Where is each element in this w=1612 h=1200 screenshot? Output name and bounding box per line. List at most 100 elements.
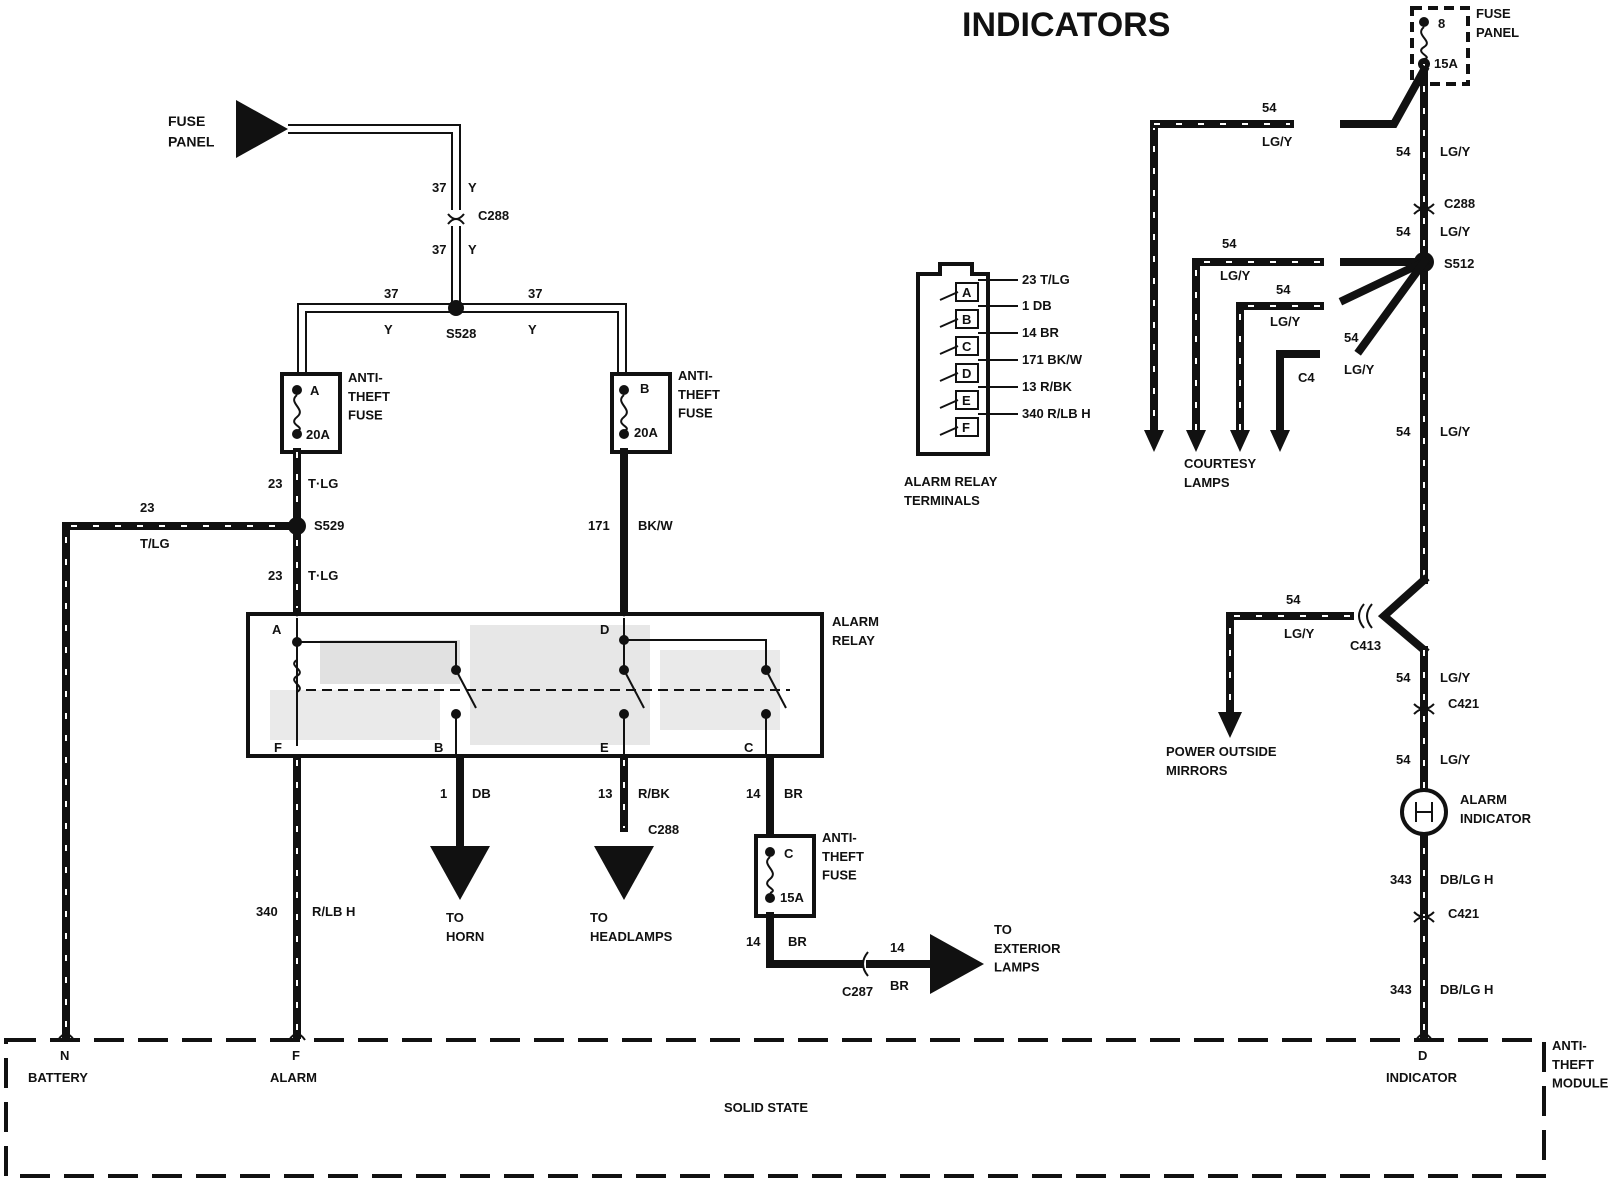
- wire-37-left: 37: [384, 286, 398, 301]
- wire-54-mirror: 54: [1286, 592, 1301, 607]
- wire-54-1-color: LG/Y: [1440, 144, 1471, 159]
- wire-1-num: 1: [440, 786, 447, 801]
- wire-54-2: 54: [1396, 224, 1411, 239]
- wire-23-bot-color: T·LG: [308, 568, 338, 583]
- terminal-wire-c: 14 BR: [1022, 325, 1059, 340]
- s529-label: S529: [314, 518, 344, 533]
- wire-14-c-color: BR: [890, 978, 909, 993]
- wire-54-branch-top: [1340, 64, 1430, 128]
- fuse-a-letter: A: [310, 383, 320, 398]
- wire-54-b1-color: LG/Y: [1220, 268, 1251, 283]
- relay-pin-a-connector: [293, 598, 301, 617]
- s528-splice: [448, 300, 464, 316]
- wire-171-num: 171: [588, 518, 610, 533]
- wire-23-left-color: T/LG: [140, 536, 170, 551]
- fuse-a-element: [293, 394, 301, 432]
- terminal-wire-f: 340 R/LB H: [1022, 406, 1091, 421]
- c421-a-label: C421: [1448, 696, 1479, 711]
- fuse-a-rating: 20A: [306, 427, 330, 442]
- headlamps-arrow: [594, 846, 654, 900]
- wire-14-a-color: BR: [784, 786, 803, 801]
- wire-37-b-color: Y: [468, 242, 477, 257]
- wire-54-b1: 54: [1222, 236, 1237, 251]
- wire-37-b: 37: [432, 242, 446, 257]
- wire-54-mirror-color: LG/Y: [1284, 626, 1315, 641]
- terminal-pin-e: E: [962, 393, 971, 408]
- wire-54-b2-color: LG/Y: [1270, 314, 1301, 329]
- wire-340-num: 340: [256, 904, 278, 919]
- s529-splice: [288, 517, 306, 535]
- fuse-c-element: [766, 856, 774, 894]
- terminal-wire-a: 23 T/LG: [1022, 272, 1070, 287]
- relay-pin-b: B: [434, 740, 443, 755]
- anti-theft-fuse-c: [754, 834, 816, 918]
- wire-54-4: 54: [1396, 670, 1411, 685]
- feed-wire-b: [288, 132, 453, 210]
- relay-pin-c: C: [744, 740, 754, 755]
- wire-54-3-color: LG/Y: [1440, 424, 1471, 439]
- fuse-b-element: [620, 394, 628, 432]
- fuse-panel-right-rating: 15A: [1434, 56, 1458, 71]
- terminal-wire-b: 1 DB: [1022, 298, 1052, 313]
- wire-37-a: 37: [432, 180, 446, 195]
- relay-pin-d-connector: [620, 598, 628, 617]
- exterior-lamps-arrow: [930, 934, 984, 994]
- s528-label: S528: [446, 326, 476, 341]
- wire-54-b3: 54: [1344, 330, 1359, 345]
- wire-14-b-color: BR: [788, 934, 807, 949]
- terminal-pin-b: B: [962, 312, 971, 327]
- s528-bus-inner: [305, 311, 619, 376]
- wire-54-1: 54: [1396, 144, 1411, 159]
- wire-54-5-color: LG/Y: [1440, 752, 1471, 767]
- fuse-b-letter: B: [640, 381, 649, 396]
- wire-14-c-num: 14: [890, 940, 905, 955]
- wire-340-color: R/LB H: [312, 904, 355, 919]
- wire-343-b-color: DB/LG H: [1440, 982, 1493, 997]
- wire-23-top: 23: [268, 476, 282, 491]
- relay-pin-e: E: [600, 740, 609, 755]
- wire-13-color: R/BK: [638, 786, 670, 801]
- c288-right-label: C288: [1444, 196, 1475, 211]
- c4-partial-label: C4: [1298, 370, 1315, 385]
- fuse-panel-right-slot: 8: [1438, 16, 1445, 31]
- module-pin-f: F: [292, 1048, 300, 1063]
- fuse-c-rating: 15A: [780, 890, 804, 905]
- wire-54-3: 54: [1396, 424, 1411, 439]
- terminal-pin-c: C: [962, 339, 972, 354]
- wire-14-b-num: 14: [746, 934, 761, 949]
- wire-54-c413: [1377, 574, 1430, 656]
- module-pin-n-name: BATTERY: [28, 1070, 88, 1085]
- anti-theft-fuse-a: [280, 372, 342, 454]
- wire-13-num: 13: [598, 786, 612, 801]
- terminal-wire-e: 13 R/BK: [1022, 379, 1072, 394]
- wire-54-2-color: LG/Y: [1440, 224, 1471, 239]
- page-title: INDICATORS: [962, 6, 1170, 44]
- anti-theft-module-box: [4, 1038, 1546, 1178]
- terminal-pin-f: F: [962, 420, 970, 435]
- relay-pin-d: D: [600, 622, 609, 637]
- horn-arrow: [430, 846, 490, 900]
- wire-23-left: 23: [140, 500, 154, 515]
- wire-54-top: 54: [1262, 100, 1277, 115]
- s512-label: S512: [1444, 256, 1474, 271]
- c288-mid-label: C288: [648, 822, 679, 837]
- wire-54-courtesy-4: [1276, 350, 1320, 434]
- wire-37-right: 37: [528, 286, 542, 301]
- wire-37-left-color: Y: [384, 322, 393, 337]
- wire-54-mirrors: [1226, 612, 1354, 716]
- wire-171-color: BK/W: [638, 518, 673, 533]
- module-pin-n: N: [60, 1048, 69, 1063]
- wire-1-color: DB: [472, 786, 491, 801]
- terminal-pin-a: A: [962, 285, 972, 300]
- terminal-rows: [939, 279, 1018, 437]
- c421-b-label: C421: [1448, 906, 1479, 921]
